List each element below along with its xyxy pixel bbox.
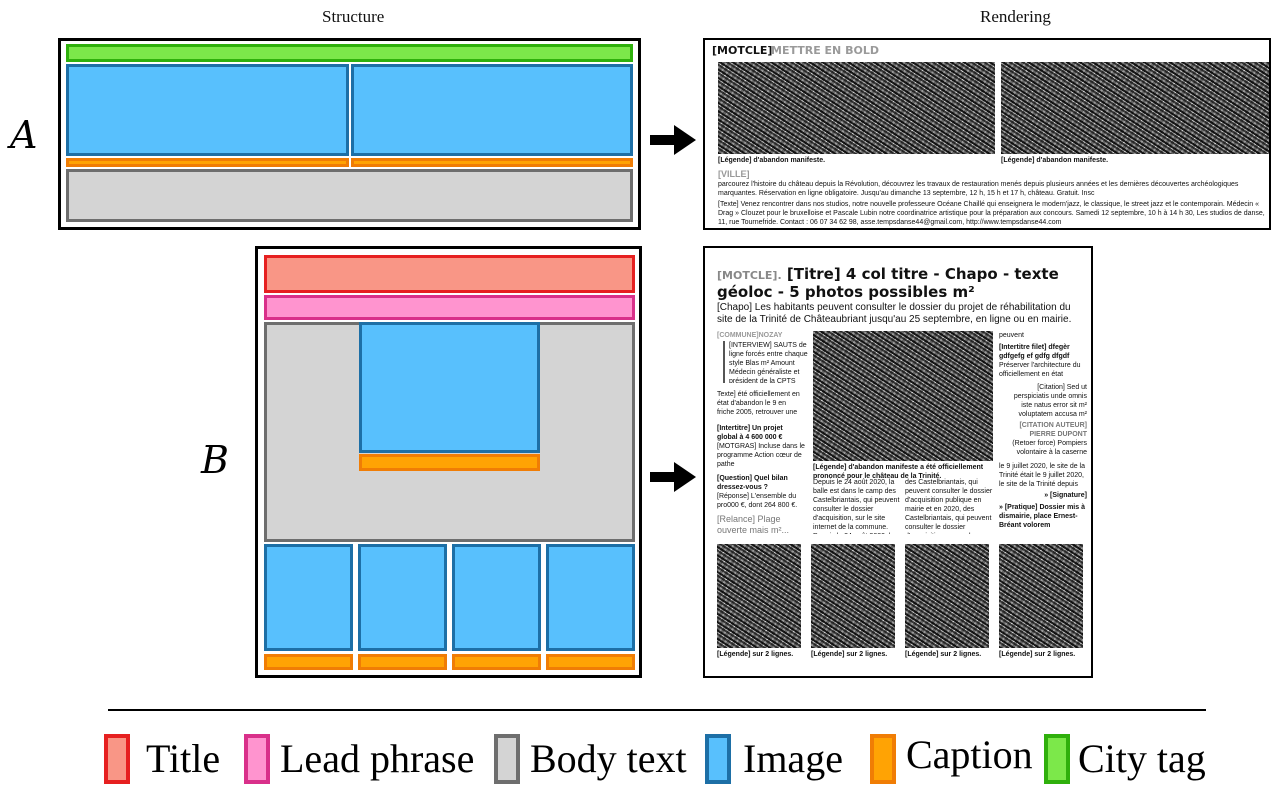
legend-label: Image	[743, 736, 843, 781]
caption-block	[264, 654, 353, 670]
photo-caption: [Légende] sur 2 lignes.	[905, 651, 982, 658]
ville-tag: [VILLE]	[718, 170, 750, 179]
arrow-right-icon	[650, 125, 696, 155]
photo-caption: [Légende] sur 2 lignes.	[811, 651, 888, 658]
lead-phrase-block	[264, 295, 635, 320]
legend-label: Title	[146, 736, 221, 781]
image-block	[358, 544, 447, 651]
image-block	[264, 544, 353, 651]
legend-swatch	[244, 734, 270, 784]
photo-caption: [Légende] sur 2 lignes.	[717, 651, 794, 658]
rendering-a-page: [MOTCLE] METTRE EN BOLD [Légende] d'aban…	[703, 38, 1271, 230]
image-block	[452, 544, 541, 651]
rendering-b-page: [MOTCLE]. [Titre] 4 col titre - Chapo - …	[703, 246, 1093, 678]
body-column: des Castelbriantais, qui peuvent consult…	[905, 479, 993, 534]
caption-block	[358, 654, 447, 670]
title-text: [Titre] 4 col titre - Chapo - texte géol…	[717, 265, 1059, 301]
photo-caption: [Légende] d'abandon manifeste.	[718, 157, 826, 164]
legend-swatch	[1044, 734, 1070, 784]
intertitle: [Intertitre filet] dfegèr gdfgefg ef gdf…	[999, 344, 1070, 360]
caption-block	[351, 158, 633, 167]
motcle-label: [MOTCLE]	[712, 44, 773, 57]
heading-text: METTRE EN BOLD	[771, 44, 879, 57]
caption-block	[66, 158, 349, 167]
structure-header: Structure	[322, 7, 385, 26]
photo	[717, 544, 801, 648]
caption-block	[546, 654, 635, 670]
body-paragraph: parcourez l'histoire du château depuis l…	[718, 181, 1239, 197]
image-block	[359, 322, 540, 453]
rendering-header: Rendering	[980, 7, 1051, 26]
question-text: [Question] Quel bilan dressez-vous ?	[717, 475, 788, 491]
legend-divider	[108, 709, 1206, 711]
legend-label: City tag	[1078, 736, 1206, 781]
photo	[999, 544, 1083, 648]
body-column: Depuis le 24 août 2020, la balle est dan…	[813, 479, 900, 534]
answer-text: [Réponse] L'ensemble du pro000 €, dont 2…	[717, 493, 798, 509]
intertitle: [Intertitre] Un projet global à 4 600 00…	[717, 425, 783, 441]
legend-label: Body text	[530, 736, 687, 781]
body-paragraph: peuvent	[999, 332, 1024, 339]
photo-caption: [Légende] d'abandon manifeste.	[1001, 157, 1109, 164]
photo	[905, 544, 989, 648]
panel-b-label: B	[201, 438, 229, 482]
image-block	[66, 64, 349, 156]
motcle-label: [MOTCLE].	[717, 269, 782, 282]
body-paragraph: le 9 juillet 2020, le site de la Trinité…	[999, 463, 1085, 488]
interview-box: [INTERVIEW] SAUTS de ligne forcés entre …	[723, 341, 811, 383]
body-paragraph: Texte] été officiellement en état d'aban…	[717, 391, 800, 416]
commune-tag: [COMMUNE]NOZAY	[717, 332, 783, 339]
photo	[718, 62, 995, 154]
photo-caption: [Légende] sur 2 lignes.	[999, 651, 1076, 658]
article-title: [MOTCLE]. [Titre] 4 col titre - Chapo - …	[717, 266, 1067, 301]
image-block	[351, 64, 633, 156]
legend-swatch	[494, 734, 520, 784]
photo	[813, 331, 993, 461]
structure-a-frame	[58, 38, 641, 230]
photo-caption: [Légende] d'abandon manifeste a été offi…	[813, 464, 984, 480]
city-tag-block	[66, 44, 633, 62]
body-paragraph: [Texte] Venez rencontrer dans nos studio…	[718, 201, 1265, 226]
body-paragraph: [MOTGRAS] Incluse dans le programme Acti…	[717, 443, 805, 468]
legend-label: Lead phrase	[280, 736, 475, 781]
chapo-text: [Chapo] Les habitants peuvent consulter …	[717, 302, 1072, 325]
body-paragraph: (Retoer force) Pompiers volontaire à la …	[1012, 440, 1087, 456]
legend-swatch	[104, 734, 130, 784]
panel-a-label: A	[10, 113, 38, 157]
pratique-text: » [Pratique] Dossier mis à dismairie, pl…	[999, 504, 1085, 529]
image-block	[546, 544, 635, 651]
structure-b-frame	[255, 246, 642, 678]
legend-swatch	[705, 734, 731, 784]
legend-swatch	[870, 734, 896, 784]
body-text-block	[66, 169, 633, 222]
signature-text: » [Signature]	[1044, 492, 1087, 499]
photo	[1001, 62, 1269, 154]
citation-text: [Citation] Sed ut perspiciatis unde omni…	[1013, 384, 1087, 418]
relance-text: [Relance] Plage ouverte mais m²...	[717, 514, 790, 535]
title-block	[264, 255, 635, 293]
arrow-right-icon	[650, 462, 696, 492]
citation-author: [CITATION AUTEUR] PIERRE DUPONT	[1019, 422, 1087, 438]
photo	[811, 544, 895, 648]
body-paragraph: Préserver l'architecture du officielleme…	[999, 362, 1081, 378]
caption-block	[359, 454, 540, 471]
caption-block	[452, 654, 541, 670]
legend-label: Caption	[906, 732, 1033, 777]
